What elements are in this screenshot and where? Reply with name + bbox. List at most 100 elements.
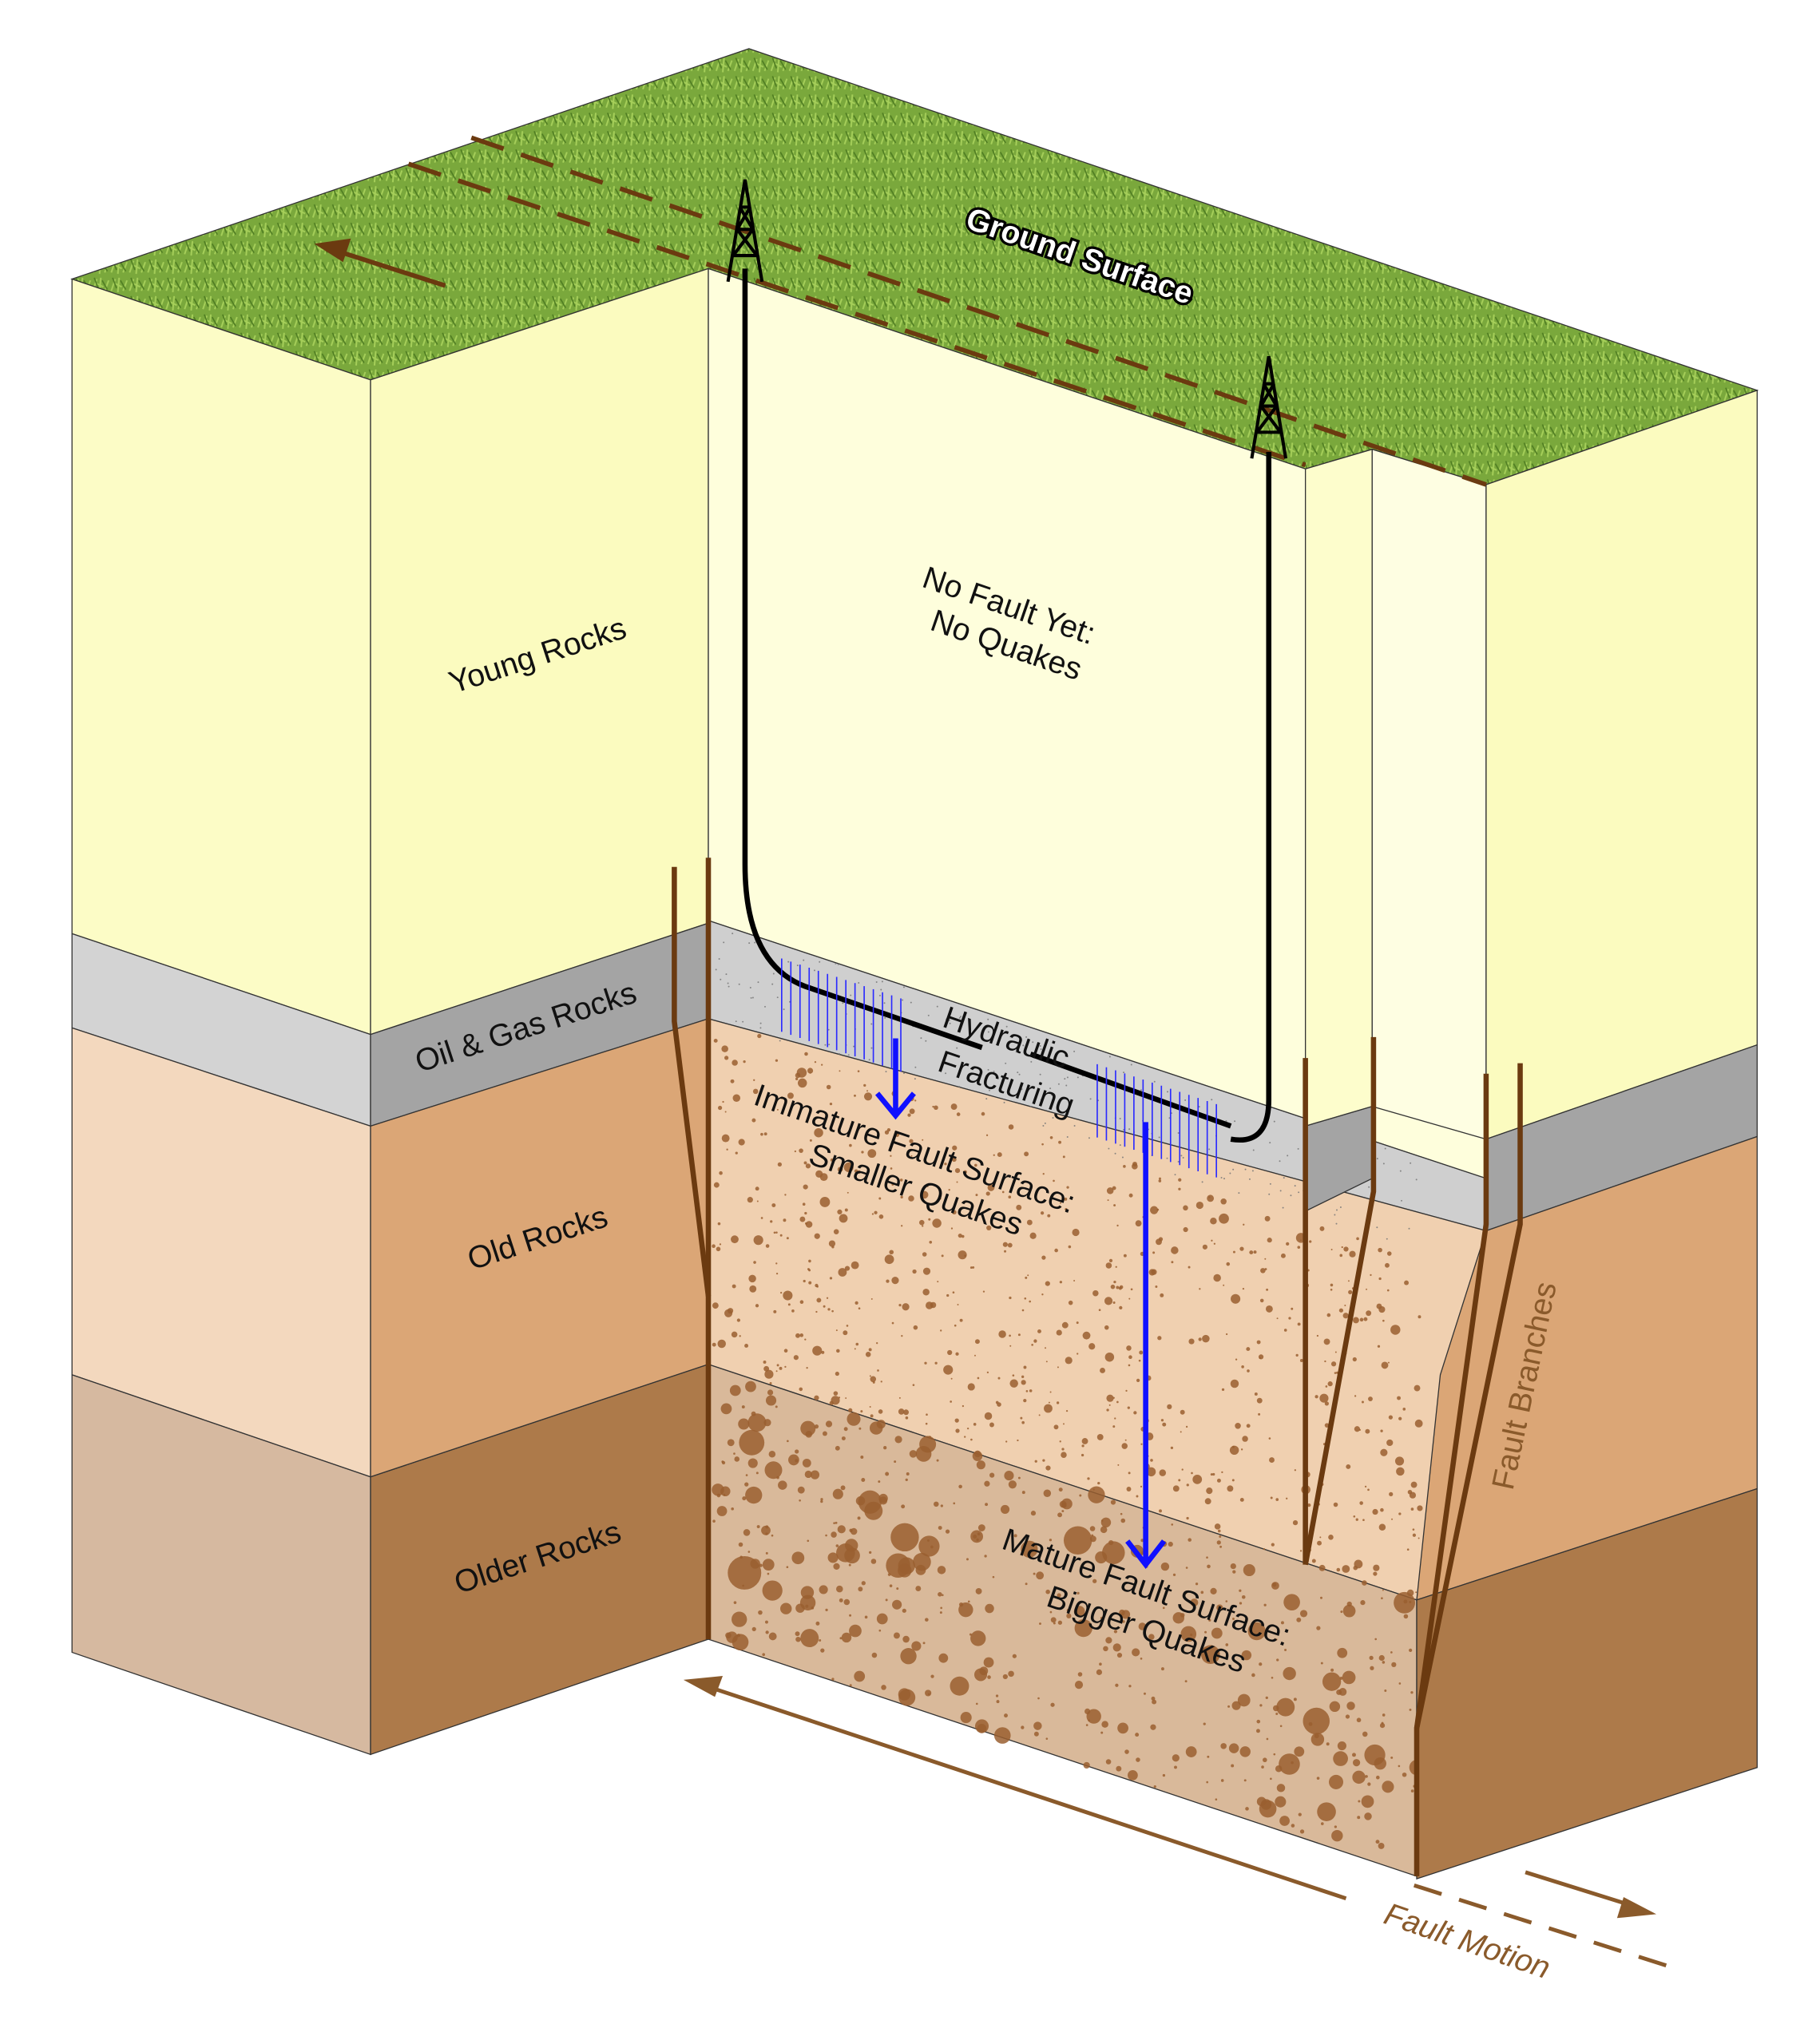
speckle: [845, 1397, 847, 1400]
speckle: [731, 1507, 734, 1511]
speckle: [1356, 1717, 1362, 1723]
speckle: [1227, 1705, 1231, 1708]
speckle: [934, 1501, 939, 1507]
speckle: [858, 1427, 862, 1430]
speckle: [875, 981, 878, 983]
speckle: [1388, 1415, 1394, 1420]
speckle: [1307, 1503, 1311, 1507]
speckle: [958, 1233, 962, 1238]
speckle: [1382, 1713, 1386, 1717]
speckle: [1198, 1337, 1202, 1341]
speckle: [831, 1531, 837, 1538]
speckle: [1172, 1485, 1180, 1492]
speckle: [1259, 1662, 1263, 1666]
speckle: [1374, 1638, 1378, 1641]
speckle: [1409, 1601, 1412, 1603]
speckle: [1239, 1497, 1244, 1502]
speckle: [1106, 1187, 1114, 1194]
speckle: [1223, 1284, 1225, 1286]
speckle: [780, 1291, 783, 1294]
speckle: [764, 1369, 774, 1379]
speckle: [1103, 1646, 1108, 1652]
speckle: [783, 1349, 788, 1353]
speckle: [788, 1454, 799, 1466]
speckle: [1219, 1213, 1229, 1224]
speckle: [889, 1584, 893, 1587]
speckle: [1072, 1228, 1080, 1237]
speckle: [1240, 1448, 1243, 1451]
speckle: [1323, 1338, 1330, 1345]
speckle: [732, 1284, 736, 1289]
speckle: [1213, 1242, 1216, 1245]
speckle: [1050, 1617, 1057, 1623]
speckle: [1283, 1594, 1300, 1610]
speckle: [768, 1632, 777, 1641]
speckle: [954, 1324, 957, 1327]
speckle: [1229, 1445, 1239, 1456]
speckle: [1408, 1227, 1410, 1230]
speckle: [1074, 1618, 1092, 1638]
speckle: [720, 978, 722, 980]
speckle: [1183, 1226, 1188, 1233]
speckle: [1210, 1473, 1213, 1476]
speckle: [1385, 1262, 1390, 1268]
speckle: [1290, 1194, 1292, 1197]
speckle: [1418, 1315, 1422, 1319]
speckle: [1234, 1120, 1236, 1123]
speckle: [920, 1190, 929, 1199]
speckle: [1264, 1268, 1267, 1271]
speckle: [1381, 1361, 1389, 1369]
speckle: [1115, 1683, 1119, 1687]
speckle: [1334, 1351, 1337, 1353]
speckle: [878, 1409, 883, 1414]
speckle: [1243, 1779, 1247, 1782]
speckle: [1333, 1751, 1348, 1766]
speckle: [1106, 1394, 1114, 1402]
speckle: [977, 1377, 980, 1380]
speckle: [958, 1016, 961, 1019]
speckle: [1343, 1246, 1349, 1252]
speckle: [918, 1535, 940, 1557]
speckle: [1334, 1825, 1337, 1828]
speckle: [1058, 1487, 1063, 1492]
speckle: [860, 1410, 863, 1413]
speckle: [1378, 1523, 1386, 1531]
speckle: [1319, 1536, 1322, 1539]
speckle: [878, 1629, 882, 1632]
speckle: [787, 1092, 794, 1099]
speckle: [1217, 1529, 1221, 1533]
speckle: [1117, 1722, 1128, 1734]
speckle: [1195, 1201, 1203, 1210]
speckle: [1013, 1534, 1017, 1538]
speckle: [1098, 1309, 1101, 1312]
speckle: [1172, 1612, 1184, 1624]
speckle: [1044, 1122, 1046, 1124]
speckle: [1353, 1759, 1361, 1767]
speckle: [1038, 1414, 1041, 1416]
speckle: [835, 1371, 839, 1377]
speckle: [1063, 1526, 1092, 1555]
speckle: [1174, 1765, 1177, 1769]
speckle: [976, 1538, 979, 1542]
fault-branch-2: [1303, 1036, 1377, 1566]
fault-branch-3: [1414, 1073, 1489, 1876]
speckle: [898, 1303, 902, 1307]
speckle: [1360, 1600, 1366, 1606]
speckle: [1108, 1258, 1113, 1263]
speckle: [1127, 1770, 1138, 1781]
speckle: [1025, 1583, 1028, 1586]
speckle: [833, 1391, 839, 1396]
speckle: [1203, 1722, 1206, 1725]
speckle: [825, 1534, 827, 1537]
speckle: [937, 1281, 939, 1283]
speckle: [1017, 1476, 1021, 1480]
speckle: [1409, 1491, 1417, 1499]
speckle: [1358, 1800, 1361, 1803]
speckle: [1127, 1406, 1130, 1409]
speckle: [763, 1132, 767, 1136]
speckle: [837, 1209, 843, 1215]
speckle: [1123, 1165, 1126, 1168]
speckle: [1064, 1197, 1068, 1201]
speckle: [1031, 1344, 1033, 1346]
speckle: [839, 1214, 848, 1223]
